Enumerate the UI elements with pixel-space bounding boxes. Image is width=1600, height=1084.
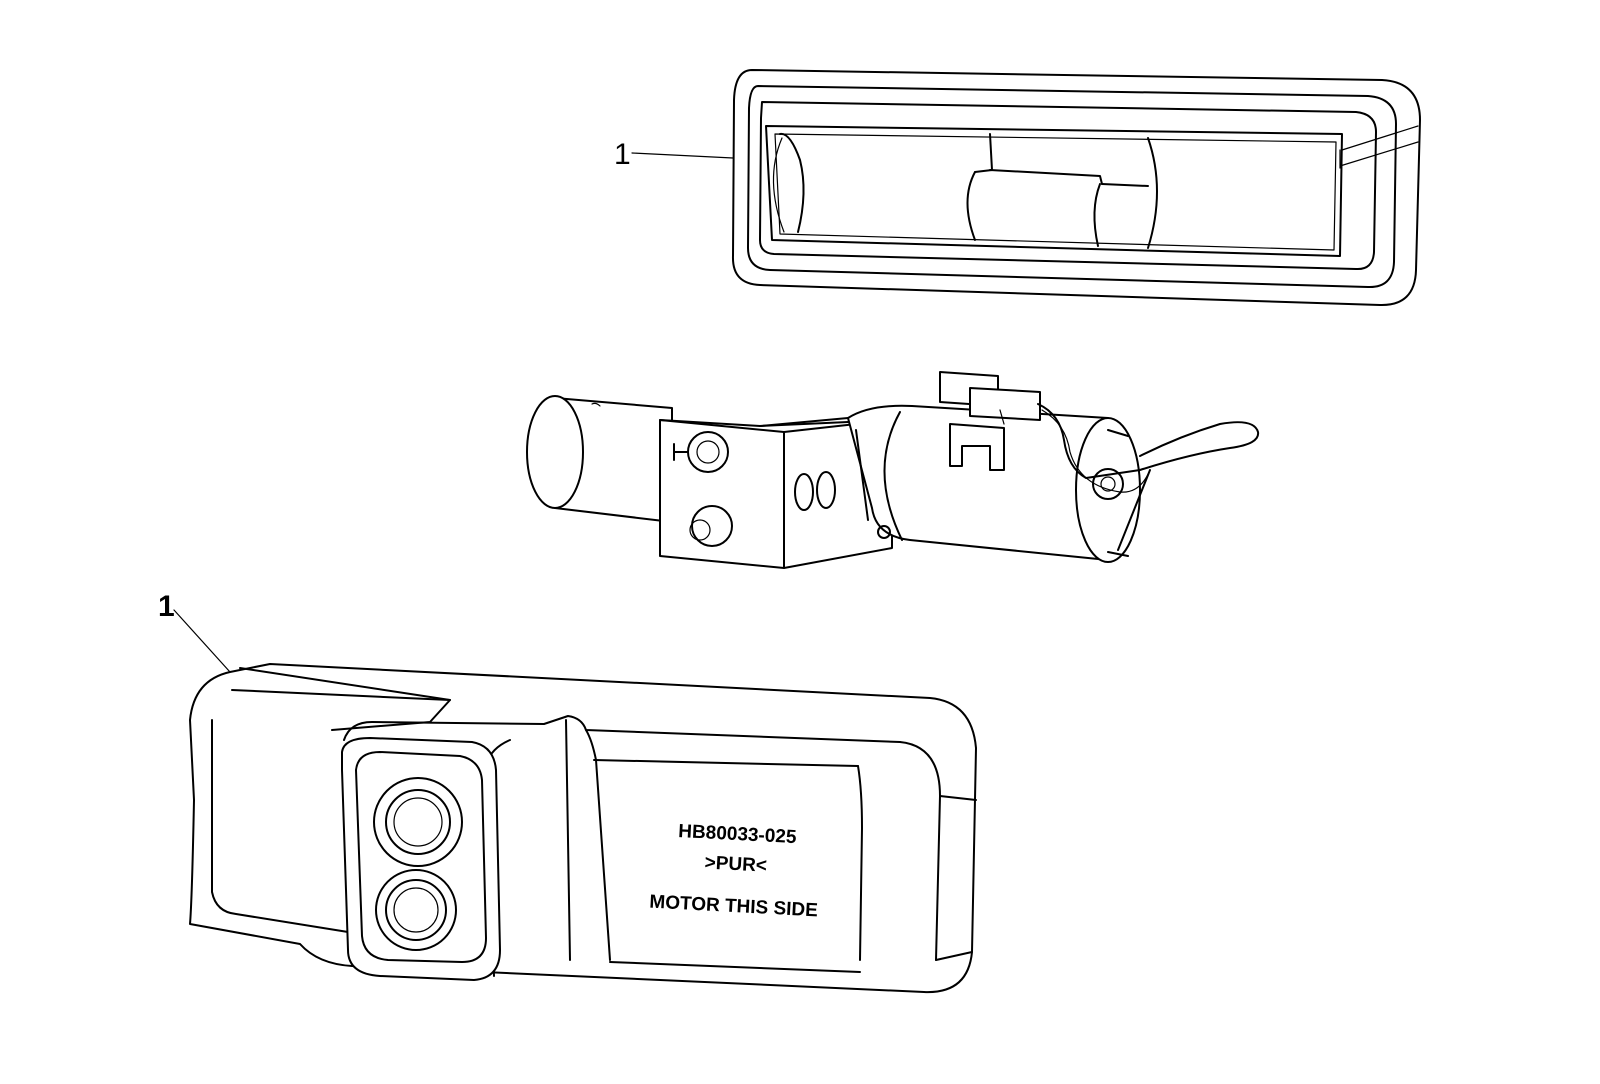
motor-pump-assembly bbox=[526, 371, 1260, 569]
lower-housing-tray bbox=[731, 69, 1421, 307]
housing-label: HB80033-025 >PUR< MOTOR THIS SIDE bbox=[649, 821, 818, 921]
housing-material-code: >PUR< bbox=[704, 852, 767, 876]
callout-number-bottom: 1 bbox=[158, 590, 175, 623]
callout-number-top: 1 bbox=[614, 138, 631, 171]
callout-bottom: 1 bbox=[158, 590, 231, 673]
upper-housing-cover: HB80033-025 >PUR< MOTOR THIS SIDE bbox=[189, 663, 977, 994]
callout-top: 1 bbox=[614, 138, 734, 171]
